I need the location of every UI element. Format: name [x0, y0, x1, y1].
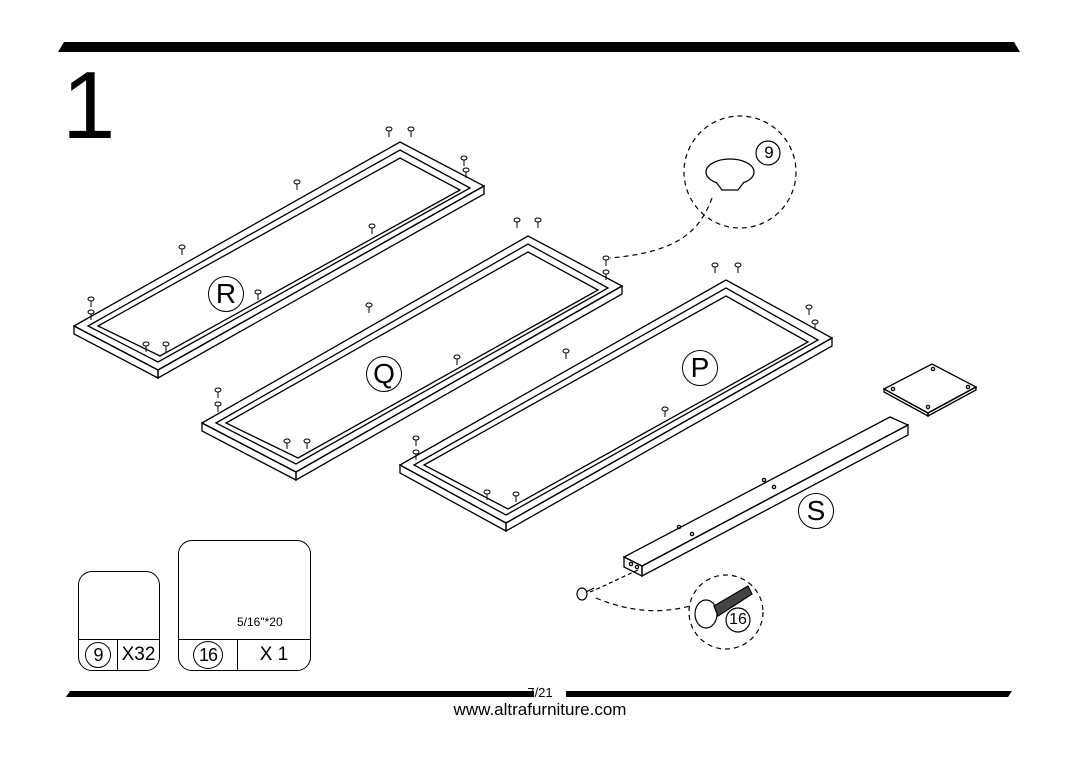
- footer-bar-left: [66, 691, 534, 697]
- website-url[interactable]: www.altrafurniture.com: [453, 700, 627, 719]
- frame-r: [72, 141, 486, 380]
- page-number: 7/21: [527, 685, 553, 700]
- bolt-size-label: 5/16"*20: [237, 615, 283, 629]
- hardware-number-16: 16: [193, 641, 223, 669]
- part-label-p: P: [682, 350, 718, 386]
- footer-bar-right: [566, 691, 1012, 697]
- part-label-s: S: [798, 493, 834, 529]
- beam-s: [622, 363, 978, 578]
- hardware-number-9: 9: [85, 642, 111, 668]
- hardware-quantity-16: X 1: [259, 644, 289, 665]
- bolt-callout: [576, 569, 764, 650]
- callout-number-16: 16: [729, 611, 747, 628]
- hardware-box-16: 5/16"*20 16 X 1: [178, 540, 311, 671]
- knob-callout: [609, 115, 797, 259]
- hardware-quantity-9: X32: [121, 644, 156, 665]
- part-label-r: R: [208, 276, 244, 312]
- part-label-q: Q: [366, 356, 402, 392]
- frame-p: [398, 279, 834, 533]
- top-divider-bar: [58, 42, 1020, 52]
- step-number: 1: [62, 52, 116, 159]
- hardware-box-9: 9 X32: [78, 571, 160, 671]
- frame-p-pegs: [412, 262, 819, 503]
- callout-number-9: 9: [764, 143, 774, 162]
- frame-q: [200, 235, 624, 482]
